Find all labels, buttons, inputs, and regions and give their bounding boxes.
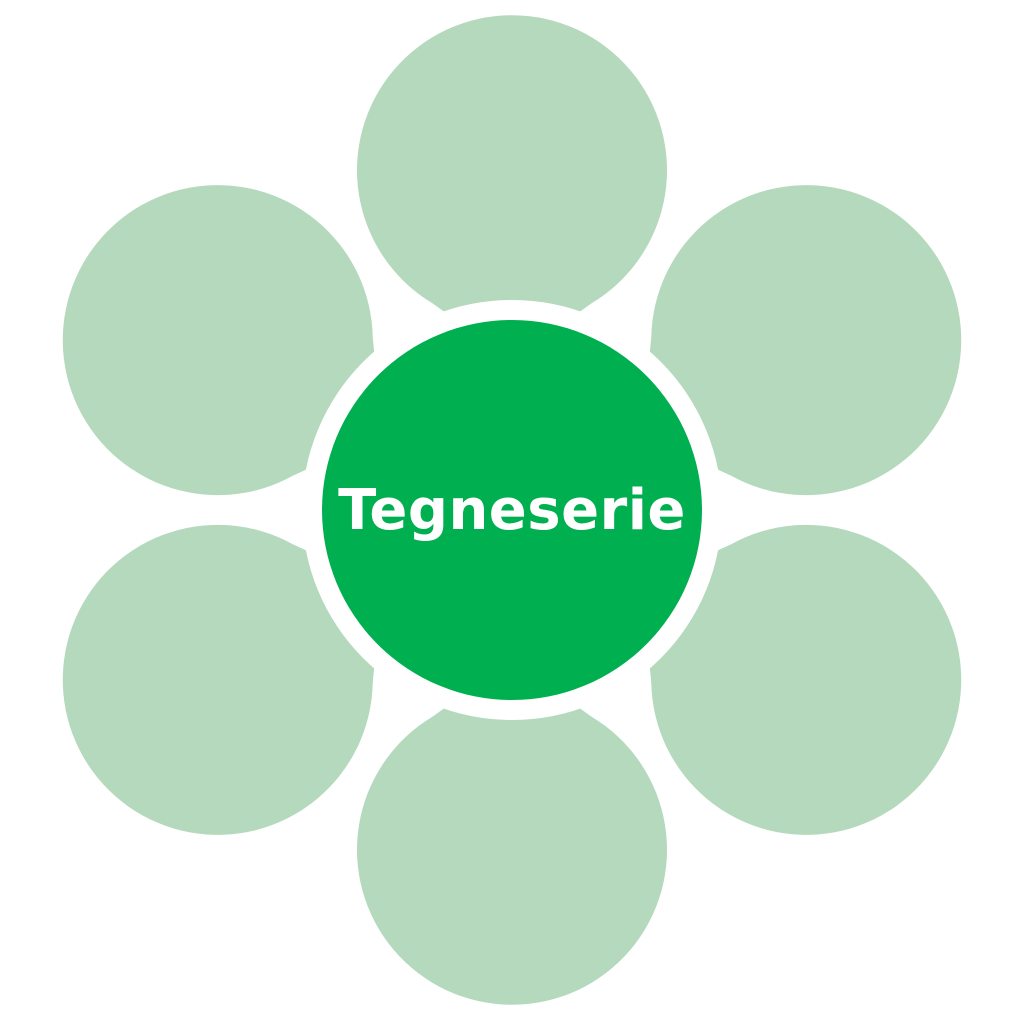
center-circle [322, 320, 702, 700]
petal-upper-left [62, 185, 383, 496]
petal-bottom [357, 660, 667, 1005]
petal-lower-left [62, 524, 383, 835]
center-label: Tegneserie [338, 477, 686, 543]
petal-top [357, 15, 667, 360]
petal-upper-right [641, 185, 962, 496]
petal-lower-right [641, 524, 962, 835]
